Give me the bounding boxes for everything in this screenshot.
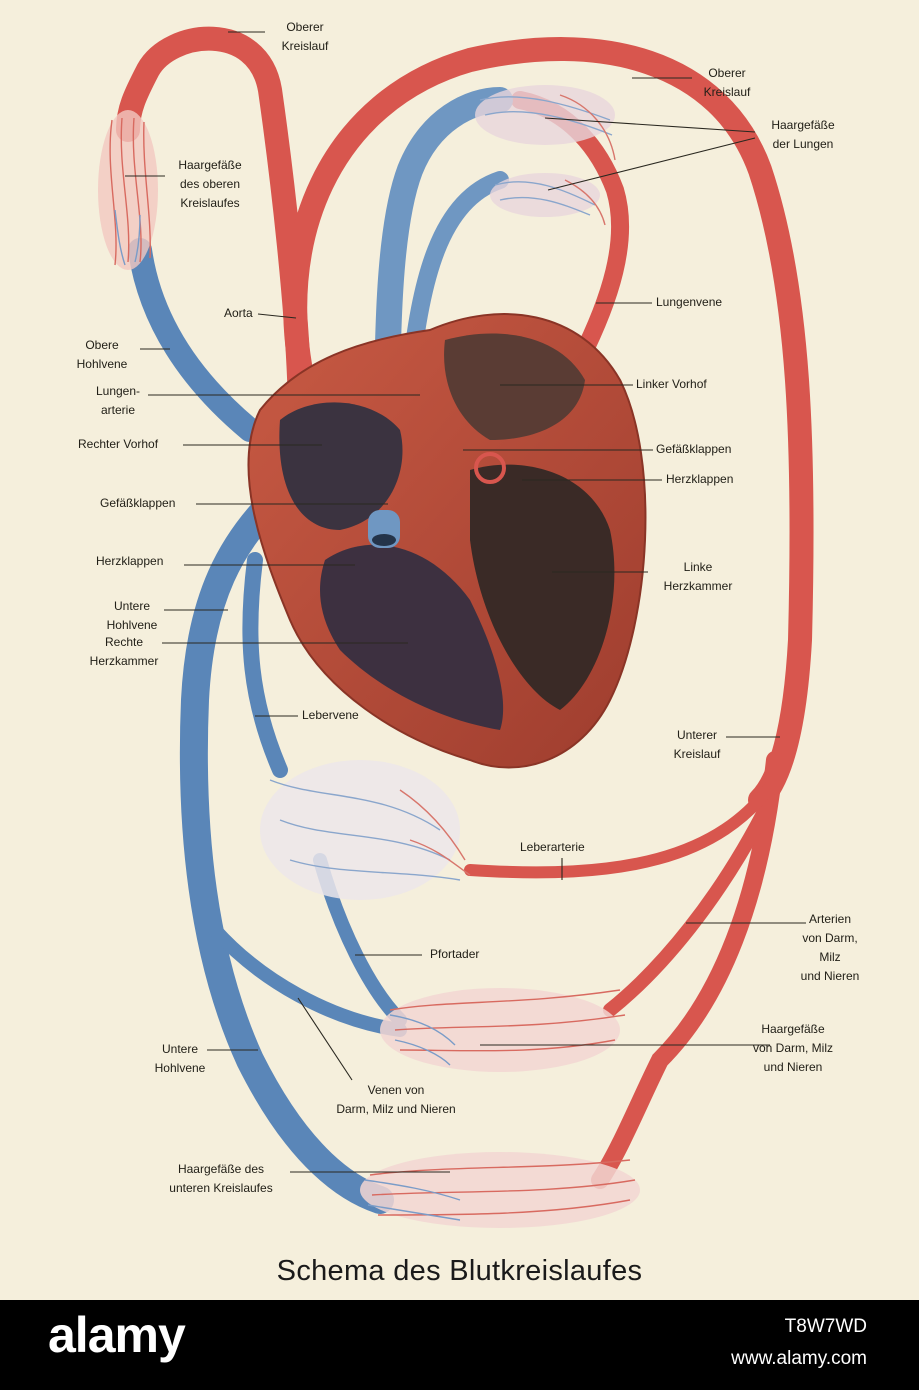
- label-pulmonary-artery: Lungen- arterie: [95, 384, 141, 417]
- inferior-vena-cava: [179, 476, 394, 1214]
- capillaries-upper-circuit: [98, 110, 158, 270]
- label-heart-valves-right: Herzklappen: [666, 472, 734, 486]
- left-atrium: [444, 333, 585, 440]
- footer-url: www.alamy.com: [731, 1348, 867, 1369]
- watermark-footer: [0, 1300, 919, 1390]
- label-inferior-vena-cava-top: Untere Hohlvene: [106, 599, 158, 632]
- label-intestinal-capillaries: Haargefäße von Darm, Milz und Nieren: [752, 1022, 833, 1074]
- intestinal-veins: [208, 923, 407, 1037]
- label-lung-capillaries: Haargefäße der Lungen: [771, 118, 835, 151]
- label-left-ventricle: Linke Herzkammer: [663, 560, 733, 593]
- label-pulmonary-vein: Lungenvene: [656, 295, 723, 309]
- label-lower-circuit: Unterer Kreislauf: [673, 728, 721, 761]
- label-upper-circuit-top: Oberer Kreislauf: [281, 20, 329, 53]
- label-aorta: Aorta: [224, 306, 253, 320]
- circulation-illustration: [98, 26, 814, 1228]
- label-hepatic-artery: Leberarterie: [520, 840, 585, 854]
- label-vessel-valves-right: Gefäßklappen: [656, 442, 732, 456]
- hepatic-artery: [464, 774, 781, 879]
- label-upper-capillaries: Haargefäße des oberen Kreislaufes: [178, 158, 242, 210]
- heart-valve-ring: [474, 452, 506, 484]
- alamy-logo: alamy: [48, 1307, 186, 1363]
- right-atrium: [279, 402, 403, 530]
- label-heart-valves-left: Herzklappen: [96, 554, 164, 568]
- hepatic-vein: [242, 552, 288, 778]
- capillaries-intestines: [380, 988, 626, 1072]
- diagram-plate: Oberer Kreislauf Oberer Kreislauf Haarge…: [0, 0, 919, 1300]
- superior-vena-cava: [128, 238, 262, 442]
- heart: [247, 313, 647, 769]
- label-intestinal-arteries: Arterien von Darm, Milz und Nieren: [800, 912, 860, 983]
- label-right-atrium: Rechter Vorhof: [78, 437, 159, 451]
- aorta-arch: [283, 37, 814, 812]
- diagram-title: Schema des Blutkreislaufes: [276, 1255, 643, 1287]
- label-superior-vena-cava: Obere Hohlvene: [76, 338, 128, 371]
- label-right-ventricle: Rechte Herzkammer: [89, 635, 159, 668]
- capillaries-liver: [260, 760, 471, 900]
- right-ventricle: [320, 544, 504, 730]
- image-id: T8W7WD: [784, 1316, 867, 1337]
- label-vessel-valves-left: Gefäßklappen: [100, 496, 176, 510]
- label-upper-circuit-right: Oberer Kreislauf: [703, 66, 751, 99]
- lower-aorta: [591, 751, 784, 1189]
- label-lower-capillaries: Haargefäße des unteren Kreislaufes: [169, 1162, 273, 1195]
- intestinal-artery: [603, 793, 777, 1017]
- label-inferior-vena-cava-bottom: Untere Hohlvene: [154, 1042, 206, 1075]
- label-hepatic-vein: Lebervene: [302, 708, 359, 722]
- leader-lines: [125, 31, 806, 1173]
- label-intestinal-veins: Venen von Darm, Milz und Nieren: [336, 1083, 456, 1116]
- capillaries-lower-circuit: [360, 1152, 640, 1228]
- label-left-atrium: Linker Vorhof: [636, 377, 707, 391]
- left-ventricle: [470, 464, 615, 710]
- label-portal-vein: Pfortader: [430, 947, 480, 961]
